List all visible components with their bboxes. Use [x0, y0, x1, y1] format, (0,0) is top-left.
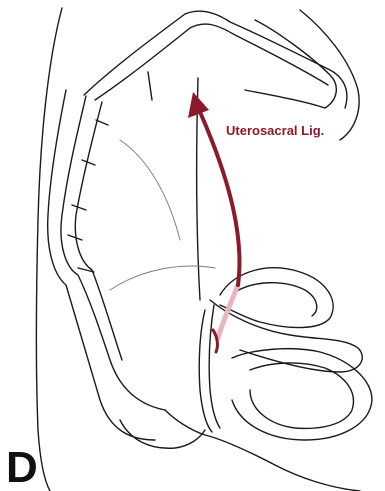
vaginal-canal — [199, 310, 212, 432]
rectum-outline — [232, 349, 372, 440]
panel-letter: D — [6, 443, 38, 491]
arrow-origin-mark — [213, 330, 217, 352]
sacral-segment-5 — [68, 235, 82, 240]
lower-loop — [120, 420, 205, 448]
sacral-segment-1 — [148, 72, 152, 100]
rectum-inner — [250, 363, 353, 429]
sacral-segment-3 — [82, 160, 95, 165]
perineum-outline — [165, 410, 360, 491]
faint-lines — [110, 140, 215, 290]
sacrum-inner — [75, 102, 122, 360]
bladder-inner — [235, 283, 317, 316]
sacrum-posterior — [48, 90, 155, 440]
vaginal-canal-inner — [209, 305, 220, 428]
sacrum-anterior — [61, 96, 165, 410]
uterosacral-ligament-label: Uterosacral Lig. — [226, 123, 324, 138]
sacral-segment-4 — [72, 205, 86, 210]
lumbar-outline-inner — [95, 24, 328, 100]
pelvic-wall-line — [120, 140, 180, 240]
sacral-segment-2 — [96, 120, 108, 125]
upward-curved-arrow-icon — [188, 92, 209, 118]
line-art — [37, 8, 373, 491]
